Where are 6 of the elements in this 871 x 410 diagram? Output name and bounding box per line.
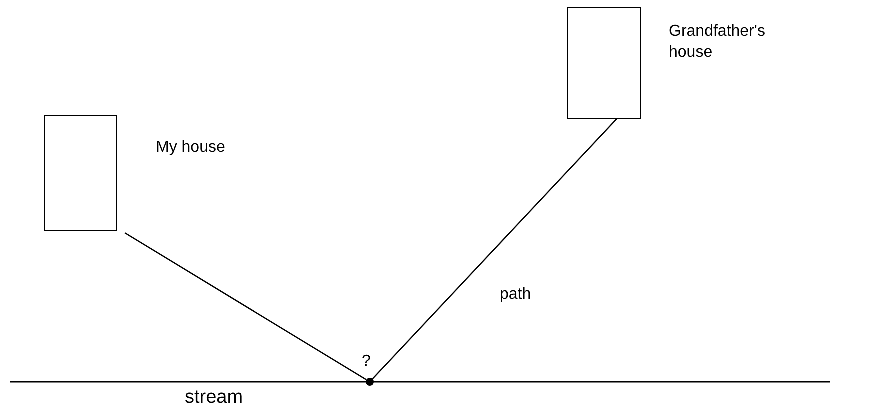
house-label: My house bbox=[156, 138, 226, 158]
path-line bbox=[124, 232, 367, 380]
house-label: Grandfather's house bbox=[669, 22, 766, 63]
stream-label: stream bbox=[185, 386, 244, 410]
question-mark: ? bbox=[362, 352, 372, 372]
path-line bbox=[372, 118, 618, 380]
